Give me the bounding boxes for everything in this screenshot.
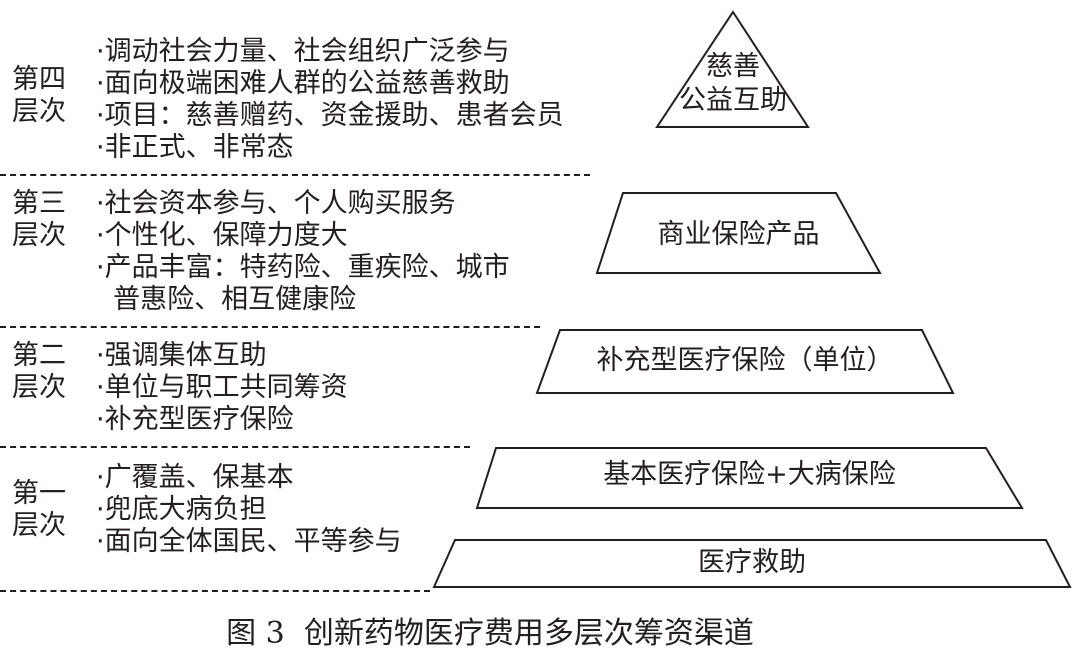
list-item: ·产品丰富：特药险、重疾险、城市 xyxy=(96,252,510,283)
list-item: ·强调集体互助 xyxy=(96,340,267,371)
tier-2-trapezoid xyxy=(535,329,955,394)
list-item: ·面向全体国民、平等参与 xyxy=(96,526,402,557)
list-item: ·补充型医疗保险 xyxy=(96,404,294,435)
tier-top-line1: 慈善 xyxy=(706,51,760,82)
list-item: ·项目：慈善赠药、资金援助、患者会员 xyxy=(96,100,564,131)
level-4-label: 第四 层次 xyxy=(12,64,82,128)
level-3-label: 第三 层次 xyxy=(12,188,82,252)
tier-0-trapezoid xyxy=(432,539,1072,588)
level-name-line: 层次 xyxy=(12,220,66,251)
divider xyxy=(0,326,540,328)
tier-1-trapezoid xyxy=(475,447,1024,509)
tier-1-label: 基本医疗保险+大病保险 xyxy=(603,459,896,490)
level-name-line: 第二 xyxy=(12,340,66,371)
level-2-label: 第二 层次 xyxy=(12,340,82,404)
divider xyxy=(0,590,430,592)
tier-0-label: 医疗救助 xyxy=(698,547,806,578)
list-item: 普惠险、相互健康险 xyxy=(96,284,357,315)
tier-3-trapezoid xyxy=(595,192,882,274)
level-name-line: 第四 xyxy=(12,64,66,95)
level-name-line: 层次 xyxy=(12,510,66,541)
level-1-label: 第一 层次 xyxy=(12,478,82,542)
level-name-line: 层次 xyxy=(12,372,66,403)
tier-top-label: 慈善 公益互助 xyxy=(643,50,823,118)
list-item: ·个性化、保障力度大 xyxy=(96,220,348,251)
tier-top-line2: 公益互助 xyxy=(679,85,787,116)
list-item: ·广覆盖、保基本 xyxy=(96,462,294,493)
level-name-line: 第三 xyxy=(12,188,66,219)
figure-caption: 图 3 创新药物医疗费用多层次筹资渠道 xyxy=(226,616,754,651)
tier-top-triangle xyxy=(655,10,810,128)
list-item: ·面向极端困难人群的公益慈善救助 xyxy=(96,68,510,99)
level-name-line: 第一 xyxy=(12,478,66,509)
divider xyxy=(0,446,470,448)
tier-3-label: 商业保险产品 xyxy=(657,219,820,250)
list-item: ·单位与职工共同筹资 xyxy=(96,372,348,403)
list-item: ·非正式、非常态 xyxy=(96,132,294,163)
tier-2-label: 补充型医疗保险（单位） xyxy=(596,345,894,376)
list-item: ·调动社会力量、社会组织广泛参与 xyxy=(96,36,510,67)
divider xyxy=(0,174,590,176)
level-name-line: 层次 xyxy=(12,96,66,127)
list-item: ·社会资本参与、个人购买服务 xyxy=(96,188,456,219)
list-item: ·兜底大病负担 xyxy=(96,494,267,525)
